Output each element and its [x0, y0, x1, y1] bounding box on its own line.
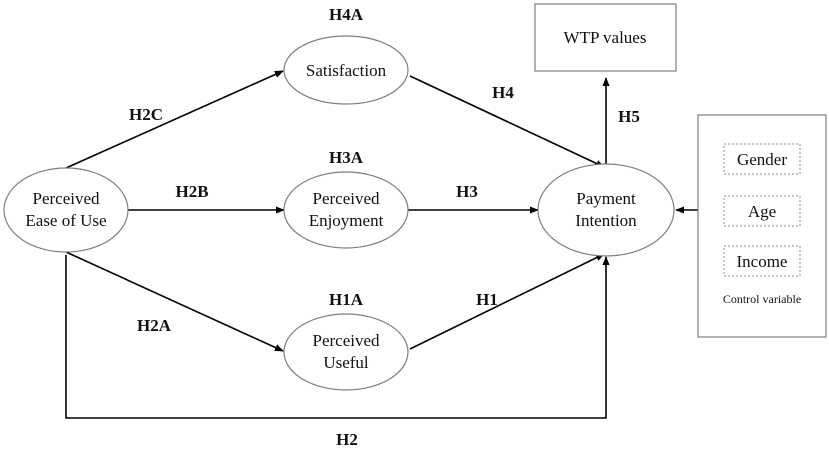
label-h3a: H3A	[329, 148, 364, 167]
label-h4: H4	[492, 83, 514, 102]
label-h2a: H2A	[137, 316, 172, 335]
control-income-box	[723, 245, 801, 277]
node-payment-intention: Payment Intention	[537, 163, 675, 257]
edge-useful-payment	[409, 253, 605, 350]
payment-label-line2: Intention	[575, 211, 637, 230]
node-wtp-values: WTP values	[534, 3, 677, 72]
satisfaction-label: Satisfaction	[306, 61, 387, 80]
label-h3: H3	[456, 182, 478, 201]
peou-label-line2: Ease of Use	[25, 211, 106, 230]
control-age-box	[723, 195, 801, 227]
control-caption: Control variable	[723, 292, 801, 306]
label-h5: H5	[618, 107, 640, 126]
wtp-label: WTP values	[564, 28, 647, 47]
control-age-label: Age	[748, 202, 776, 221]
edge-satisfaction-payment	[409, 75, 605, 168]
edge-peou-payment-direct	[65, 255, 610, 419]
edge-peou-useful	[65, 251, 284, 352]
control-income-label: Income	[737, 252, 788, 271]
node-satisfaction: Satisfaction	[283, 35, 409, 105]
control-gender-label: Gender	[737, 150, 787, 169]
label-h2b: H2B	[175, 182, 208, 201]
useful-label-line1: Perceived	[312, 331, 380, 350]
peou-label-line1: Perceived	[32, 189, 100, 208]
payment-label-line1: Payment	[576, 189, 636, 208]
label-h2: H2	[336, 430, 358, 449]
control-variable-box: Gender Age Income Control variable	[697, 114, 827, 338]
label-h4a: H4A	[329, 5, 364, 24]
node-perceived-useful: Perceived Useful	[283, 313, 409, 391]
enjoyment-label-line1: Perceived	[312, 189, 380, 208]
enjoyment-label-line2: Enjoyment	[309, 211, 384, 230]
label-h1: H1	[476, 290, 498, 309]
node-perceived-enjoyment: Perceived Enjoyment	[283, 171, 409, 249]
label-h2c: H2C	[129, 105, 163, 124]
node-perceived-ease-of-use: Perceived Ease of Use	[3, 167, 129, 253]
control-gender-box	[723, 143, 801, 175]
useful-label-line2: Useful	[323, 353, 369, 372]
label-h1a: H1A	[329, 290, 364, 309]
edge-peou-satisfaction	[65, 70, 284, 169]
